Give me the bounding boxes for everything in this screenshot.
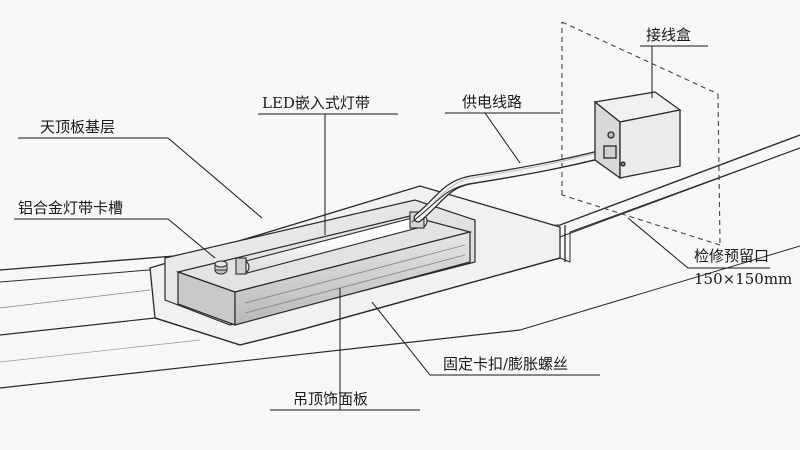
ceiling-panel-surface [0,245,800,389]
clip-screw [214,260,228,275]
power-cable [411,147,615,223]
label-power-line: 供电线路 [462,93,523,111]
label-access-opening: 检修预留口 [694,247,770,265]
label-ceiling-board: 天顶板基层 [40,118,116,136]
label-led-strip: LED嵌入式灯带 [262,94,370,112]
label-access-size: 150×150mm [694,270,793,288]
label-clip-screw: 固定卡扣/膨胀螺丝 [443,355,569,373]
label-junction-box: 接线盒 [646,26,692,44]
leader-lines [14,45,770,411]
label-aluminum-slot: 铝合金灯带卡槽 [18,199,124,217]
access-opening-frame [561,21,721,246]
junction-box [593,91,682,180]
label-ceiling-panel: 吊顶饰面板 [293,390,369,408]
